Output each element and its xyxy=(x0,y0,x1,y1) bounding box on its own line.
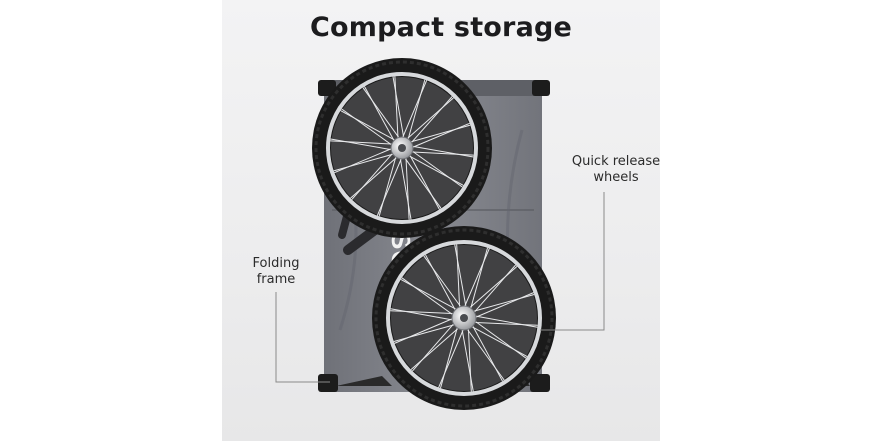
wheel-spoke xyxy=(410,145,474,158)
wheel-spoke xyxy=(463,248,490,309)
wheel-spoke xyxy=(471,323,503,382)
wheel-spoke xyxy=(333,153,396,172)
wheel-spoke xyxy=(472,321,538,326)
wheel-spoke xyxy=(473,319,527,359)
wheel-spoke xyxy=(440,325,459,389)
wheel-spoke xyxy=(341,108,394,147)
folding-frame-callout: Folding frame xyxy=(248,256,304,288)
frame-corner-top-left xyxy=(318,80,336,96)
wheel-spoke xyxy=(400,279,459,311)
wheel-spoke xyxy=(392,76,405,140)
wheel-spoke xyxy=(471,294,535,313)
wheel-spoke xyxy=(412,322,456,372)
wheel-spoke xyxy=(390,308,455,321)
wheel-spoke xyxy=(334,147,394,174)
upper-wheel xyxy=(312,58,492,238)
wheel-spoke xyxy=(407,154,464,186)
lower-wheel xyxy=(372,226,556,410)
wheel-spoke xyxy=(351,151,395,200)
wheel-spoke xyxy=(394,317,455,344)
wheel-spoke xyxy=(399,156,412,220)
wheel-spoke xyxy=(408,124,471,143)
wheel-spoke xyxy=(410,151,474,156)
wheel-spoke xyxy=(425,254,457,313)
wheel-spoke xyxy=(364,86,396,143)
wheel-spoke xyxy=(469,247,488,311)
wheel-spoke xyxy=(469,325,528,357)
wheel-spoke xyxy=(405,156,410,220)
wheel-spoke xyxy=(350,155,399,199)
wheel-spoke xyxy=(330,140,394,145)
wheel-spoke xyxy=(376,156,403,216)
folded-trailer-illustration: SCHWINN xyxy=(275,58,605,410)
wheel-spoke xyxy=(407,79,426,142)
wheel-spoke xyxy=(393,323,457,342)
product-image-panel: Compact storage xyxy=(222,0,660,441)
wheel-spoke xyxy=(403,156,442,209)
wheel-spoke xyxy=(408,153,440,210)
wheel-spoke xyxy=(461,327,474,392)
wheel-spoke xyxy=(410,122,470,149)
wheel-spoke xyxy=(467,326,472,392)
wheel-spoke xyxy=(394,76,399,140)
wheel-spoke xyxy=(473,292,534,319)
wheel-spoke xyxy=(401,80,428,140)
wheel-spoke xyxy=(465,327,505,381)
wheel-spoke xyxy=(456,244,461,310)
wheel-spoke xyxy=(410,149,463,188)
quick-release-line-2: wheels xyxy=(593,170,639,185)
wheel-spoke xyxy=(423,255,463,309)
wheel-spoke xyxy=(454,244,467,309)
wheel-spoke xyxy=(473,315,538,328)
quick-release-wheels-callout: Quick release wheels xyxy=(558,154,674,186)
wheel-spoke xyxy=(390,310,456,315)
frame-corner-bottom-left xyxy=(318,374,338,392)
wheel-spoke xyxy=(438,327,465,388)
wheel-spoke xyxy=(401,277,455,317)
wheel-spoke xyxy=(330,138,394,151)
wheel-spoke xyxy=(410,326,460,370)
frame-corner-top-right xyxy=(532,80,550,96)
wheel-spoke xyxy=(409,96,453,145)
wheel-spoke xyxy=(405,97,454,141)
wheel-spoke xyxy=(378,154,397,217)
wheel-spoke xyxy=(468,266,518,310)
image-title: Compact storage xyxy=(309,12,573,43)
folding-frame-line-1: Folding xyxy=(252,256,300,271)
frame-corner-bottom-right xyxy=(530,374,550,392)
quick-release-line-1: Quick release xyxy=(571,154,661,169)
wheel-spoke xyxy=(472,264,516,314)
folding-frame-leader-line xyxy=(275,292,330,383)
wheel-spoke xyxy=(340,110,397,142)
folding-frame-line-2: frame xyxy=(256,272,296,287)
wheel-spoke xyxy=(362,87,401,140)
quick-release-leader-line xyxy=(540,192,605,331)
